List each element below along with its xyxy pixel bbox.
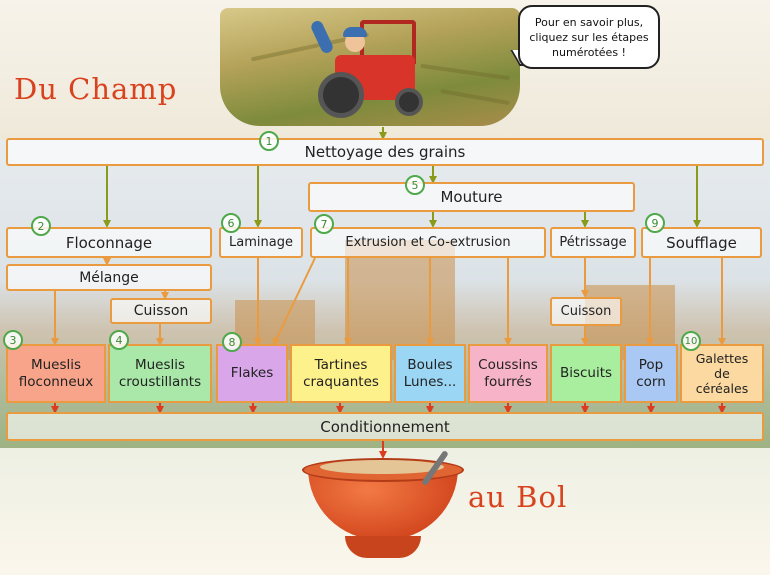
step-label: Floconnage (65, 233, 153, 252)
step-badge-5[interactable]: 5 (405, 175, 425, 195)
product-biscuits: Biscuits (550, 344, 622, 403)
step-petrissage: Pétrissage (550, 227, 636, 258)
step-mouture[interactable]: Mouture (308, 182, 635, 212)
step-cuisson-left: Cuisson (110, 298, 212, 324)
product-line: croustillants (118, 373, 202, 390)
step-badge-8[interactable]: 8 (222, 332, 242, 352)
product-line: craquantes (303, 373, 379, 390)
product-line: floconneux (18, 373, 94, 390)
tractor-rear-wheel (318, 72, 364, 118)
product-line: de (714, 366, 730, 381)
step-label: Mouture (440, 188, 503, 206)
product-line: Mueslis (134, 356, 186, 373)
product-flakes[interactable]: Flakes (216, 344, 288, 403)
product-line: fourrés (484, 373, 532, 390)
step-badge-2[interactable]: 2 (31, 216, 51, 236)
factory-silo (345, 240, 455, 360)
bowl-foot (345, 536, 421, 558)
bubble-line: cliquez sur les étapes (529, 30, 649, 44)
bubble-line: numérotées ! (552, 45, 626, 59)
step-label: Soufflage (666, 233, 737, 252)
arrow-extrusion-to-flakes (273, 257, 316, 346)
step-badge-3[interactable]: 3 (3, 330, 23, 350)
product-line: corn (636, 373, 666, 390)
step-conditionnement: Conditionnement (6, 412, 764, 441)
step-badge-1[interactable]: 1 (259, 131, 279, 151)
bubble-line: Pour en savoir plus, (534, 15, 644, 29)
step-label: Cuisson (560, 304, 612, 319)
product-line: Flakes (230, 365, 274, 381)
product-line: Tartines (314, 356, 368, 373)
product-line: Lunes... (403, 373, 457, 390)
heading-au-bol: au Bol (468, 480, 568, 514)
step-badge-6[interactable]: 6 (221, 213, 241, 233)
step-label: Cuisson (133, 303, 189, 319)
product-line: Mueslis (30, 356, 82, 373)
step-badge-9[interactable]: 9 (645, 213, 665, 233)
step-nettoyage[interactable]: Nettoyage des grains (6, 138, 764, 166)
bowl-cereal (320, 460, 444, 474)
step-extrusion[interactable]: Extrusion et Co-extrusion (310, 227, 546, 258)
speech-bubble: Pour en savoir plus, cliquez sur les éta… (518, 5, 660, 69)
step-melange: Mélange (6, 264, 212, 291)
step-label: Laminage (229, 235, 293, 250)
step-soufflage[interactable]: Soufflage (641, 227, 762, 258)
product-line: Pop (638, 356, 664, 373)
product-line: Galettes (695, 351, 749, 366)
step-badge-7[interactable]: 7 (314, 214, 334, 234)
step-label: Mélange (79, 269, 139, 286)
product-line: céréales (695, 381, 749, 396)
step-label: Conditionnement (320, 417, 450, 436)
step-badge-10[interactable]: 10 (681, 331, 701, 351)
product-line: Coussins (478, 356, 538, 373)
step-label: Pétrissage (559, 235, 627, 250)
farmer-head (345, 32, 365, 52)
step-badge-4[interactable]: 4 (109, 330, 129, 350)
tractor-front-wheel (395, 88, 423, 116)
product-line: Boules (407, 356, 453, 373)
step-label: Extrusion et Co-extrusion (345, 235, 511, 250)
farmer-cap (343, 27, 367, 37)
heading-du-champ: Du Champ (14, 72, 178, 106)
step-label: Nettoyage des grains (304, 143, 466, 161)
product-line: Biscuits (559, 365, 613, 381)
step-cuisson-right: Cuisson (550, 297, 622, 326)
